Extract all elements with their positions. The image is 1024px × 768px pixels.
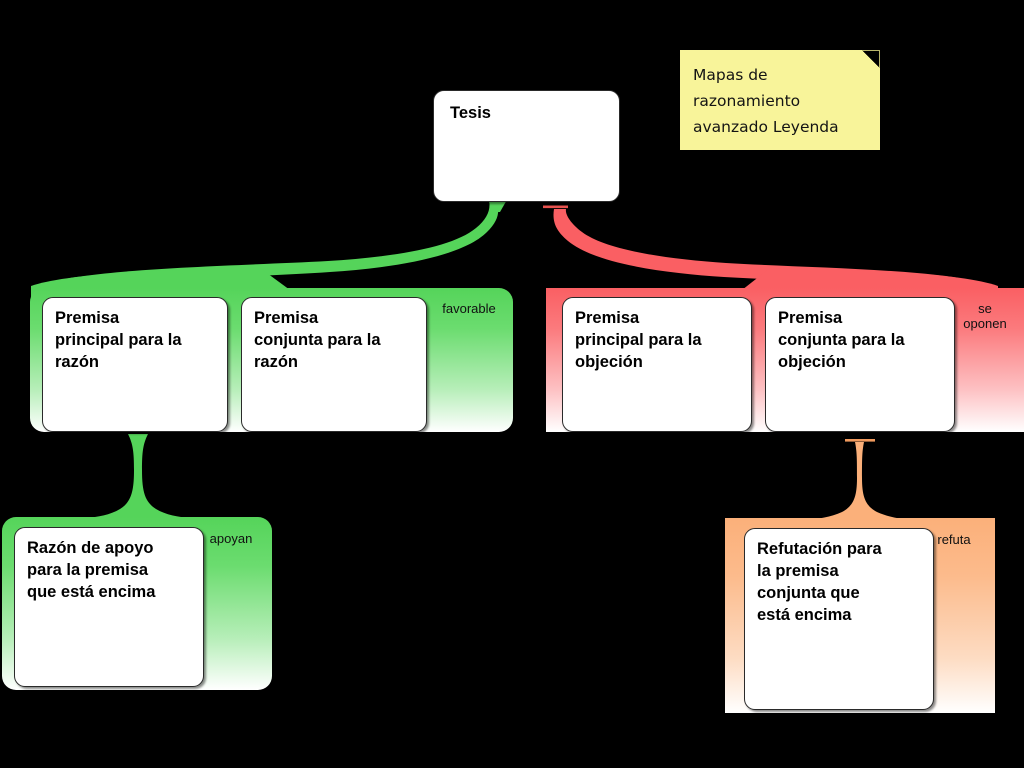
connector-opposition-to-refuta xyxy=(806,442,912,520)
connector-red-tick xyxy=(543,205,568,209)
claim-text-premisa-principal-razon: Premisa principal para la razón xyxy=(55,309,182,371)
legend-sticky-note: Mapas de razonamiento avanzado Leyenda xyxy=(680,50,880,150)
claim-box-tesis[interactable]: Tesis xyxy=(433,90,620,202)
group-label-refuta: refuta xyxy=(937,532,971,547)
claim-text-refutacion: Refutación para la premisa conjunta que … xyxy=(757,540,882,624)
claim-box-premisa-principal-razon[interactable]: Premisa principal para la razón xyxy=(42,297,228,432)
page-fold-icon xyxy=(862,50,880,68)
claim-text-tesis: Tesis xyxy=(450,104,491,122)
claim-box-premisa-conjunta-objecion[interactable]: Premisa conjunta para la objeción xyxy=(765,297,955,432)
claim-text-premisa-conjunta-razon: Premisa conjunta para la razón xyxy=(254,309,381,371)
group-label-favorable: favorable xyxy=(442,301,496,316)
claim-text-razon-de-apoyo: Razón de apoyo para la premisa que está … xyxy=(27,539,156,601)
claim-box-premisa-conjunta-razon[interactable]: Premisa conjunta para la razón xyxy=(241,297,427,432)
connector-favorable-to-apoyan xyxy=(86,434,190,518)
claim-text-premisa-principal-objecion: Premisa principal para la objeción xyxy=(575,309,702,371)
group-label-se-oponen: se oponen xyxy=(963,301,1007,331)
claim-box-razon-de-apoyo[interactable]: Razón de apoyo para la premisa que está … xyxy=(14,527,204,687)
connector-orange-tick xyxy=(845,439,875,442)
claim-box-premisa-principal-objecion[interactable]: Premisa principal para la objeción xyxy=(562,297,752,432)
claim-box-refutacion[interactable]: Refutación para la premisa conjunta que … xyxy=(744,528,934,710)
claim-text-premisa-conjunta-objecion: Premisa conjunta para la objeción xyxy=(778,309,905,371)
legend-sticky-text: Mapas de razonamiento avanzado Leyenda xyxy=(693,66,839,136)
group-label-apoyan: apoyan xyxy=(209,531,253,546)
